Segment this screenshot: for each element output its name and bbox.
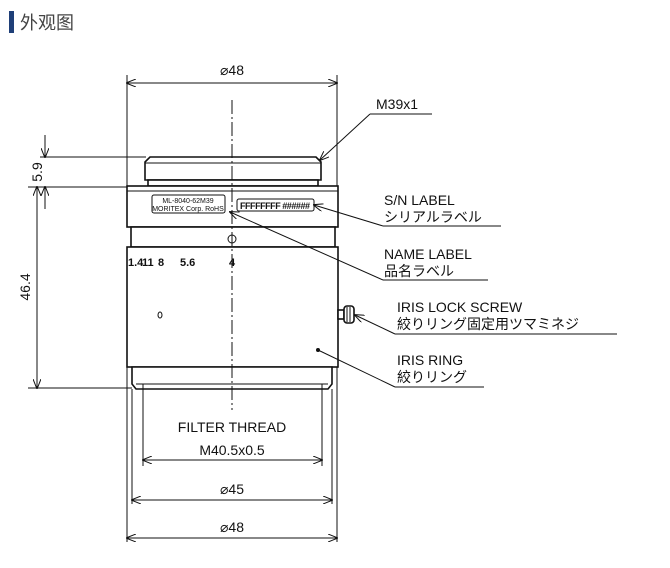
height-dimensions: 5.9 46.4 [17,135,146,388]
callout-ja: シリアルラベル [384,210,482,226]
mount-text: M39x1 [376,96,418,112]
f-number: 1.4 [128,257,144,269]
filter-thread-label: FILTER THREAD [178,419,286,435]
f-number: 8 [158,257,164,269]
top-diameter-text: ⌀48 [220,62,244,78]
outer-diameter-text: ⌀48 [220,519,244,535]
f-number: 11 [142,257,154,269]
callout-en: S/N LABEL [384,192,455,208]
bottom-dimensions: FILTER THREAD M40.5x0.5 ⌀45 ⌀48 [127,367,337,542]
callout-en: IRIS LOCK SCREW [397,299,523,315]
iris-lock-screw [337,305,355,324]
mount-callout: M39x1 [320,96,432,160]
title-accent-bar [9,11,14,33]
page-title: 外观图 [20,13,74,34]
callout-ja: 品名ラベル [384,264,454,280]
callout-en: NAME LABEL [384,246,472,262]
callout-ja: 絞りリング [397,370,467,386]
front-diameter-text: ⌀45 [220,481,244,497]
callout-name-label: NAME LABEL 品名ラベル [230,212,488,281]
mount-height-text: 5.9 [29,162,45,182]
callout-ja: 絞りリング固定用ツマミネジ [397,317,579,333]
name-label-model: ML-8040-62M39 [162,198,213,205]
lens-body: ML-8040-62M39 MORITEX Corp. RoHS FFFFFFF… [126,100,355,410]
name-label-maker: MORITEX Corp. RoHS [152,206,224,213]
serial-text: FFFFFFFF ###### [240,201,310,211]
top-diameter-dimension: ⌀48 [127,62,337,188]
body-height-text: 46.4 [17,273,33,300]
callout-iris-ring: IRIS RING 絞りリング [317,349,484,388]
name-label [151,194,226,214]
f-number: 5.6 [180,257,195,269]
callout-sn-label: S/N LABEL シリアルラベル [314,192,501,227]
callout-en: IRIS RING [397,352,463,368]
filter-thread-text: M40.5x0.5 [199,442,265,458]
callout-iris-lock-screw: IRIS LOCK SCREW 絞りリング固定用ツマミネジ [355,299,617,335]
